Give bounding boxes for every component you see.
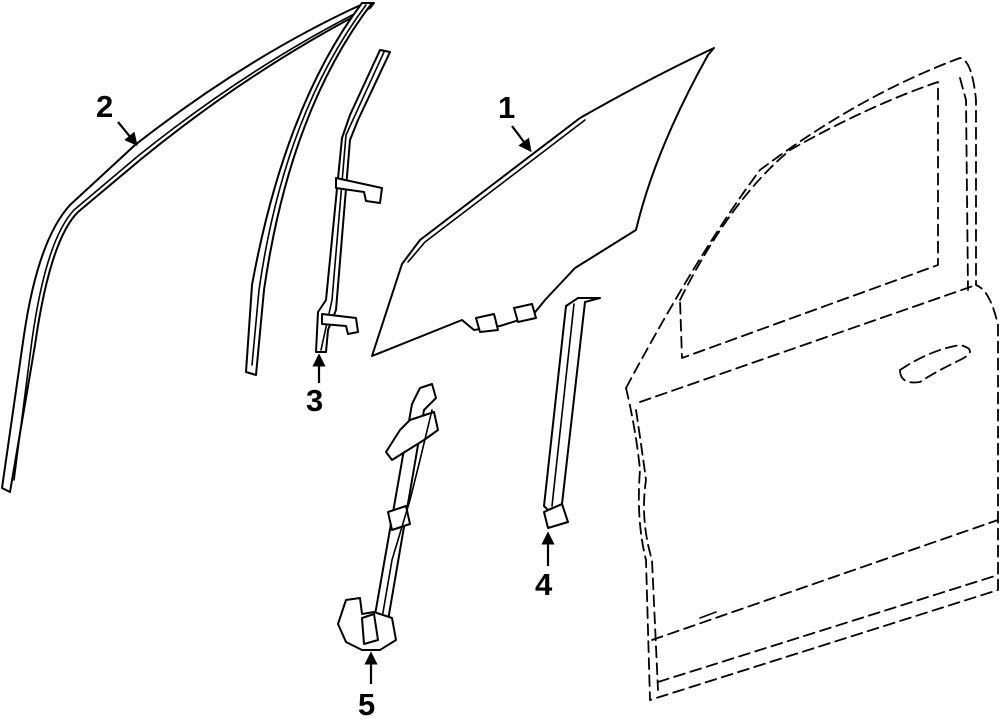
rear-channel-strip-part xyxy=(245,2,373,376)
callout-5-number: 5 xyxy=(358,687,375,719)
callout-3-number: 3 xyxy=(306,383,323,418)
callout-1-leader xyxy=(511,125,532,153)
callout-2-leader xyxy=(117,121,138,147)
callout-4-number: 4 xyxy=(535,567,553,602)
rear-run-channel-part xyxy=(543,297,601,529)
front-door-shell xyxy=(625,57,999,701)
door-glass-part xyxy=(371,47,715,357)
callout-1-number: 1 xyxy=(498,90,515,125)
callout-1: 1 xyxy=(498,90,532,153)
callout-4: 4 xyxy=(535,531,555,602)
callout-2: 2 xyxy=(96,89,138,147)
front-run-channel-part xyxy=(315,49,391,353)
window-molding-part xyxy=(1,2,375,493)
callout-2-number: 2 xyxy=(96,89,113,124)
callout-5: 5 xyxy=(358,651,378,719)
window-regulator-part xyxy=(337,383,439,651)
callout-3: 3 xyxy=(306,353,326,418)
